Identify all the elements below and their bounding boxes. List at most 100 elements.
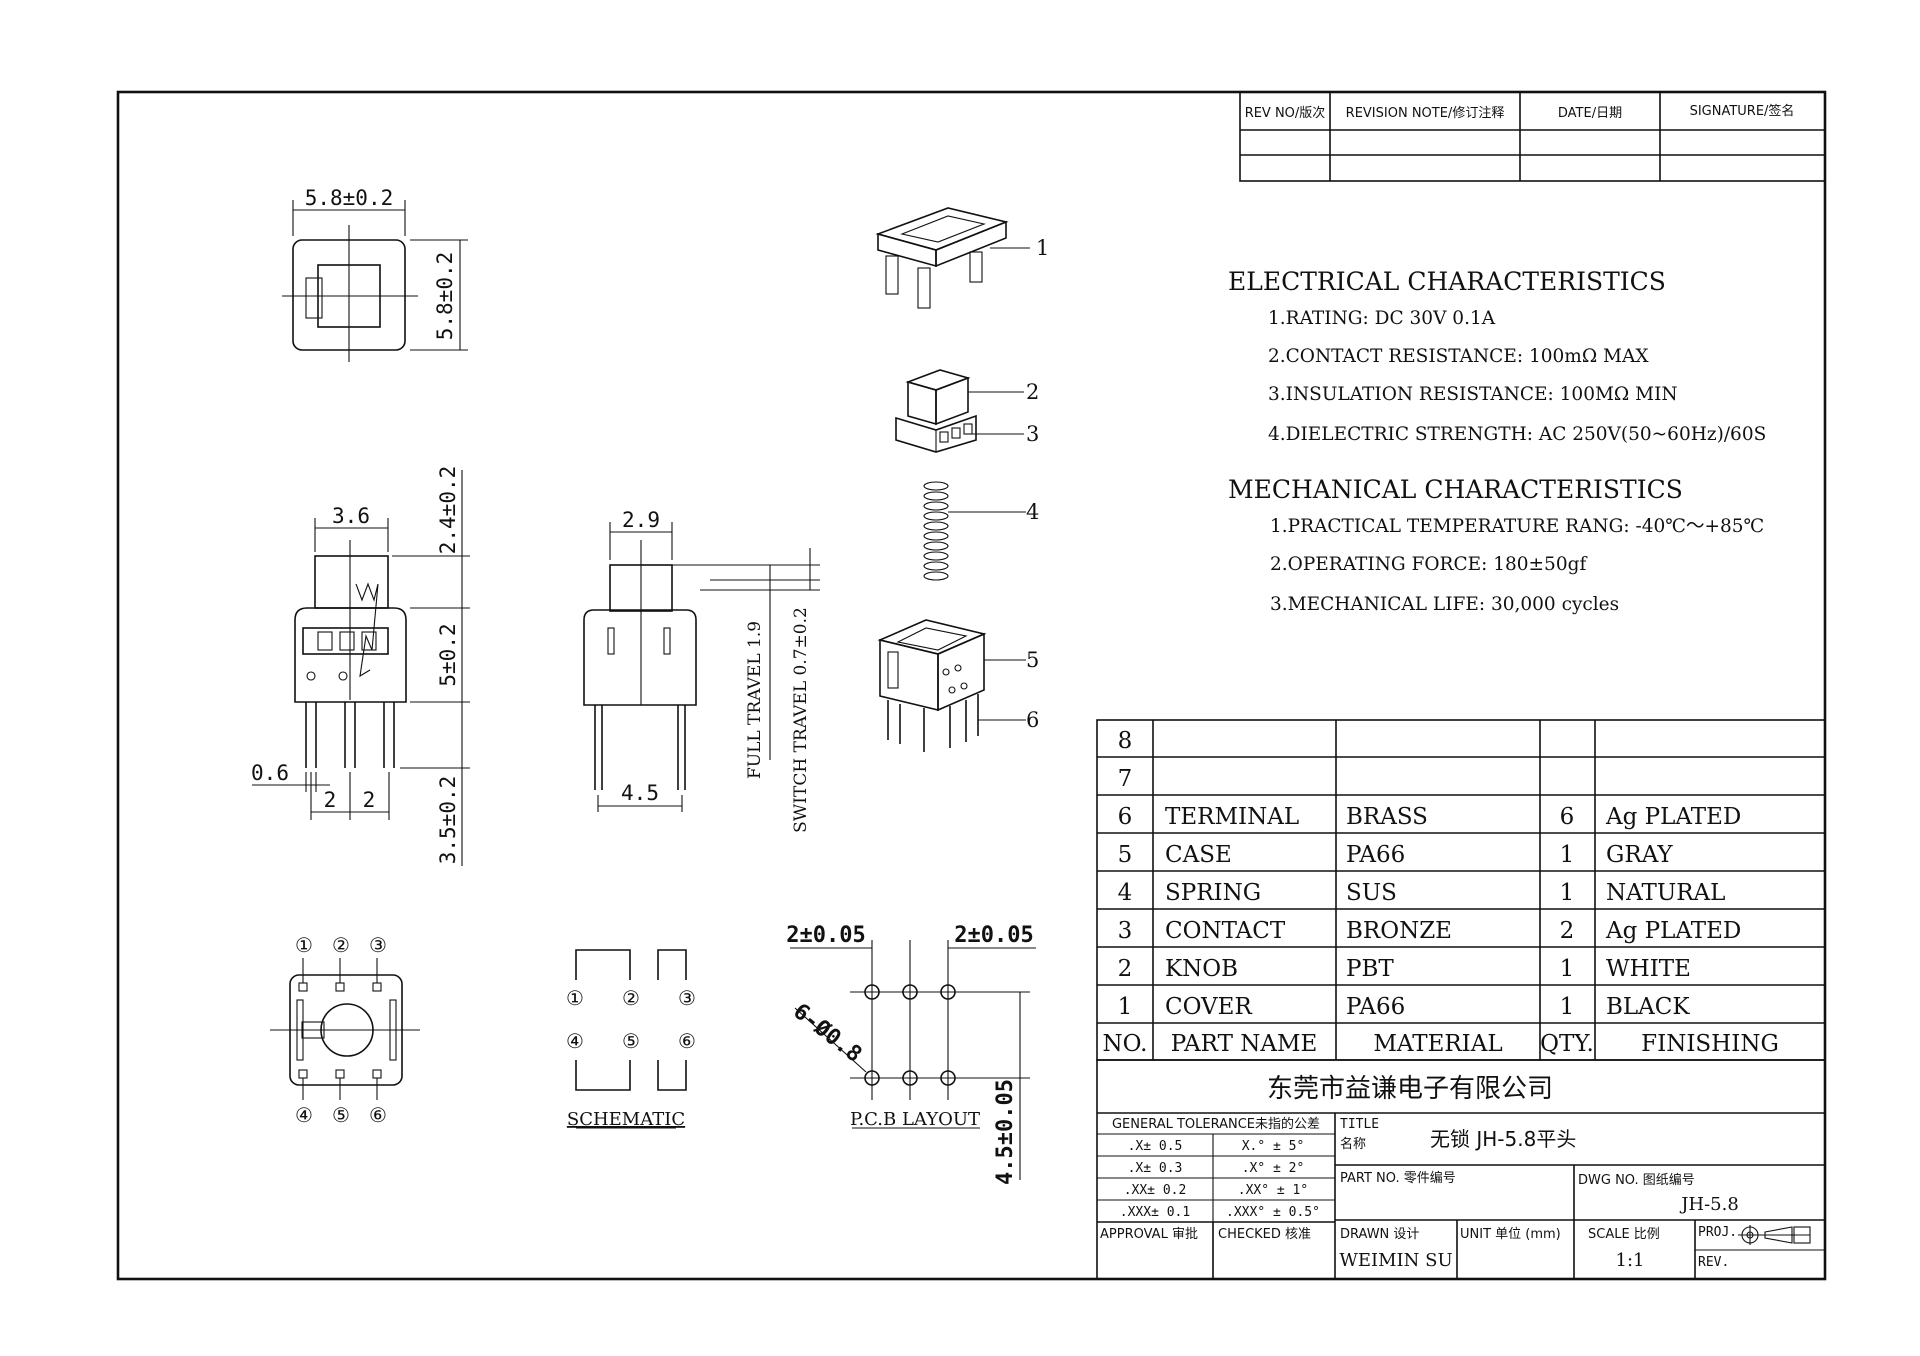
- svg-text:WHITE: WHITE: [1606, 956, 1691, 982]
- svg-text:COVER: COVER: [1165, 994, 1252, 1020]
- part-cover: [875, 207, 1009, 309]
- mechanical-characteristics: MECHANICAL CHARACTERISTICS 1.PRACTICAL T…: [1228, 475, 1764, 615]
- side-view: 2.9 4.5 FULL TRAVEL 1.9 SWITCH TRAVEL 0.…: [583, 508, 820, 833]
- svg-text:②: ②: [332, 933, 350, 957]
- svg-text:.XX° ± 1°: .XX° ± 1°: [1238, 1183, 1308, 1198]
- callout-4: 4: [1026, 500, 1039, 524]
- part-spring: [923, 481, 949, 581]
- svg-text:PA66: PA66: [1346, 994, 1405, 1020]
- bom-table: 8 7 6 TERMINAL BRASS 6 Ag PLATED 5 CASE …: [1096, 719, 1826, 1061]
- svg-text:5: 5: [1118, 842, 1133, 868]
- svg-text:⑤: ⑤: [332, 1103, 350, 1127]
- bom-row: 4 SPRING SUS 1 NATURAL: [1118, 880, 1726, 906]
- svg-text:MATERIAL: MATERIAL: [1373, 1031, 1502, 1057]
- svg-text:BRONZE: BRONZE: [1346, 918, 1452, 944]
- bom-row: 1 COVER PA66 1 BLACK: [1118, 994, 1691, 1020]
- mechanical-item-2: 2.OPERATING FORCE: 180±50gf: [1270, 554, 1587, 575]
- top-view: 5.8±0.2 5.8±0.2: [282, 186, 468, 362]
- tolerance-label: GENERAL TOLERANCE未指的公差: [1112, 1116, 1320, 1132]
- scale-label: SCALE 比例: [1588, 1227, 1660, 1242]
- schematic-label: SCHEMATIC: [567, 1109, 685, 1130]
- svg-text:.XX± 0.2: .XX± 0.2: [1124, 1183, 1187, 1198]
- electrical-title: ELECTRICAL CHARACTERISTICS: [1228, 267, 1666, 296]
- bom-row: 6 TERMINAL BRASS 6 Ag PLATED: [1118, 804, 1742, 830]
- svg-text:Ag PLATED: Ag PLATED: [1605, 918, 1741, 944]
- svg-text:FINISHING: FINISHING: [1641, 1031, 1779, 1057]
- svg-text:X.° ± 5°: X.° ± 5°: [1242, 1139, 1305, 1154]
- svg-text:①: ①: [295, 933, 313, 957]
- svg-text:.X° ± 2°: .X° ± 2°: [1242, 1161, 1305, 1176]
- callout-2: 2: [1026, 380, 1039, 404]
- signature-header: SIGNATURE/签名: [1690, 103, 1795, 119]
- dim-pcb-pitch-left: 2±0.05: [786, 923, 865, 948]
- svg-text:3: 3: [1118, 918, 1133, 944]
- dim-front-body-height: 5±0.2: [436, 623, 460, 686]
- sheet-border: [116, 90, 1827, 1281]
- svg-text:KNOB: KNOB: [1165, 956, 1238, 982]
- mechanical-title: MECHANICAL CHARACTERISTICS: [1228, 475, 1683, 504]
- title-label: TITLE: [1340, 1117, 1379, 1132]
- svg-text:SPRING: SPRING: [1165, 880, 1261, 906]
- bom-row: 2 KNOB PBT 1 WHITE: [1118, 956, 1691, 982]
- dim-switch-travel: SWITCH TRAVEL 0.7±0.2: [791, 607, 811, 833]
- bom-row: 7: [1118, 766, 1133, 792]
- electrical-item-1: 1.RATING: DC 30V 0.1A: [1268, 308, 1496, 329]
- callout-5: 5: [1026, 648, 1039, 672]
- rev-no-header: REV NO/版次: [1245, 105, 1326, 121]
- dim-pcb-row-spacing: 4.5±0.05: [993, 1079, 1018, 1185]
- electrical-item-3: 3.INSULATION RESISTANCE: 100MΩ MIN: [1268, 384, 1678, 405]
- svg-text:.XXX± 0.1: .XXX± 0.1: [1120, 1205, 1190, 1220]
- svg-text:Ag PLATED: Ag PLATED: [1605, 804, 1741, 830]
- svg-text:④: ④: [295, 1103, 313, 1127]
- svg-text:BRASS: BRASS: [1346, 804, 1428, 830]
- callout-6: 6: [1026, 708, 1039, 732]
- svg-text:③: ③: [678, 986, 696, 1010]
- svg-text:⑤: ⑤: [622, 1029, 640, 1053]
- checked-label: CHECKED 核准: [1218, 1227, 1311, 1242]
- svg-text:NATURAL: NATURAL: [1606, 880, 1725, 906]
- revision-note-header: REVISION NOTE/修订注释: [1346, 106, 1505, 121]
- svg-text:TERMINAL: TERMINAL: [1165, 804, 1299, 830]
- svg-text:6: 6: [1560, 804, 1575, 830]
- svg-text:.X± 0.5: .X± 0.5: [1128, 1139, 1183, 1154]
- dim-front-pin-width: 0.6: [251, 761, 289, 785]
- part-terminals: [887, 694, 979, 752]
- dim-top-width: 5.8±0.2: [305, 186, 394, 210]
- svg-text:.X± 0.3: .X± 0.3: [1128, 1161, 1183, 1176]
- callout-3: 3: [1026, 422, 1039, 446]
- dim-side-pin-span: 4.5: [621, 781, 659, 805]
- bom-row: 3 CONTACT BRONZE 2 Ag PLATED: [1118, 918, 1742, 944]
- exploded-view: 1 2 3: [875, 207, 1049, 752]
- svg-text:1: 1: [1560, 880, 1575, 906]
- svg-text:PA66: PA66: [1346, 842, 1405, 868]
- scale-value: 1:1: [1616, 1250, 1645, 1271]
- svg-text:1: 1: [1118, 994, 1133, 1020]
- drawn-label: DRAWN 设计: [1340, 1227, 1419, 1242]
- part-no-label: PART NO. 零件编号: [1340, 1171, 1456, 1186]
- svg-text:6: 6: [1118, 804, 1133, 830]
- svg-text:7: 7: [1118, 766, 1133, 792]
- svg-text:PART NAME: PART NAME: [1171, 1031, 1318, 1057]
- svg-text:2: 2: [1118, 956, 1133, 982]
- electrical-characteristics: ELECTRICAL CHARACTERISTICS 1.RATING: DC …: [1228, 267, 1766, 445]
- bom-row: 8: [1118, 728, 1133, 754]
- unit-label: UNIT 单位 (mm): [1460, 1227, 1561, 1242]
- svg-text:②: ②: [622, 986, 640, 1010]
- svg-text:4: 4: [1118, 880, 1133, 906]
- dwg-no-value: JH-5.8: [1679, 1194, 1739, 1215]
- svg-text:1: 1: [1560, 956, 1575, 982]
- dim-front-knob-height: 2.4±0.2: [436, 466, 460, 555]
- svg-text:SUS: SUS: [1346, 880, 1397, 906]
- svg-text:1: 1: [1560, 842, 1575, 868]
- proj-label: PROJ.: [1698, 1225, 1737, 1240]
- svg-text:1: 1: [1560, 994, 1575, 1020]
- svg-text:NO.: NO.: [1103, 1031, 1148, 1057]
- dim-full-travel: FULL TRAVEL 1.9: [745, 621, 765, 779]
- dim-top-height: 5.8±0.2: [433, 252, 457, 341]
- electrical-item-2: 2.CONTACT RESISTANCE: 100mΩ MAX: [1268, 346, 1649, 367]
- dim-front-pitch-2: 2: [363, 788, 376, 812]
- part-case: [877, 619, 987, 712]
- svg-text:QTY.: QTY.: [1540, 1031, 1594, 1057]
- date-header: DATE/日期: [1558, 106, 1622, 121]
